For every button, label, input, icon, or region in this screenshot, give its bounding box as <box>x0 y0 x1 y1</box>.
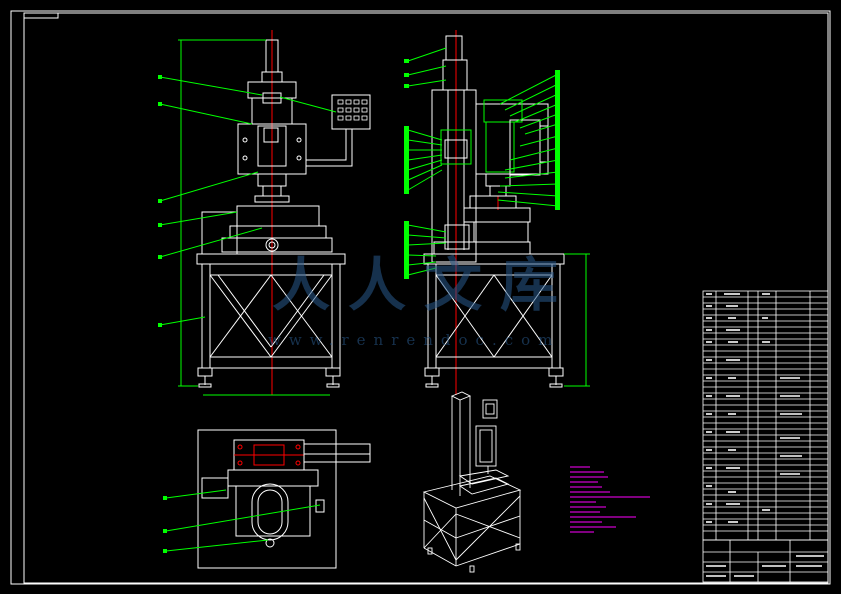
technical-notes <box>570 466 650 533</box>
watermark-logo-text: 人人文库 <box>272 251 577 319</box>
side-balloons-right <box>555 70 560 210</box>
parts-list-text-marks <box>706 293 824 577</box>
outer-border <box>10 10 831 585</box>
parts-list-table <box>702 290 829 583</box>
isometric-view <box>422 391 522 573</box>
corner-tag-box <box>23 12 59 19</box>
control-panel <box>331 94 371 130</box>
top-balloons <box>163 496 167 553</box>
side-leaders-left <box>407 47 447 276</box>
front-balloons <box>158 75 162 327</box>
front-view <box>178 30 371 396</box>
top-view <box>197 429 371 569</box>
front-leaders <box>159 76 337 326</box>
side-leaders-right <box>497 73 559 207</box>
watermark-url: www.renrendoc.com <box>268 331 561 349</box>
side-view <box>423 30 590 395</box>
top-leaders <box>165 489 321 552</box>
side-balloons-left <box>404 59 409 279</box>
